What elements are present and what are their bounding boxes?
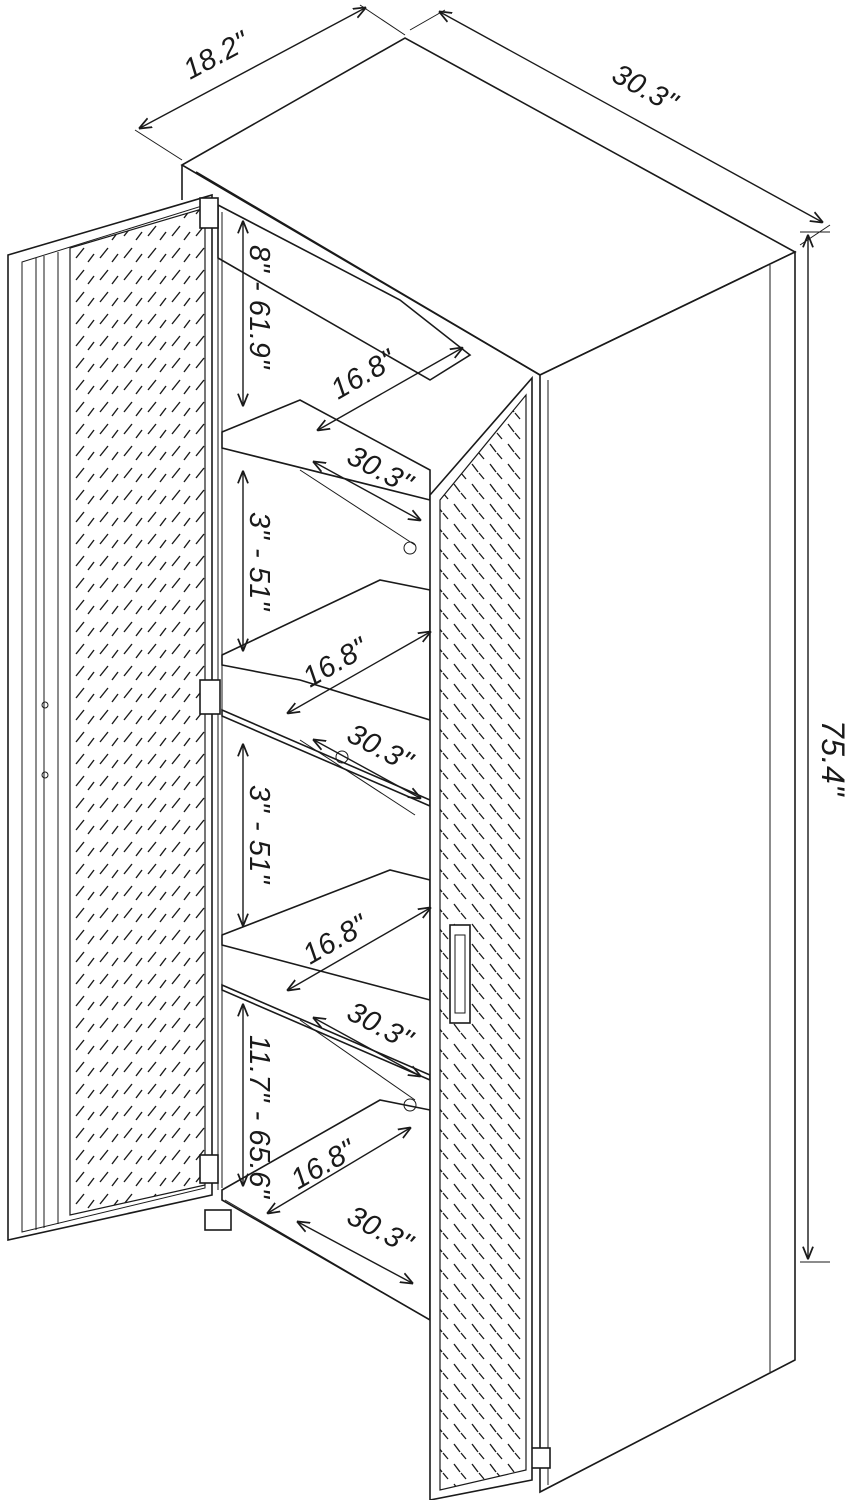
spacing-third-label: 3" - 51" — [243, 785, 275, 885]
spacing-second-dimension: 3" - 51" — [243, 472, 275, 650]
overall-depth-label: 18.2" — [178, 25, 255, 86]
spacing-second-label: 3" - 51" — [243, 512, 275, 612]
shelf-width-label-3: 30.3" — [342, 996, 419, 1057]
left-door — [7, 193, 221, 1241]
overall-height-dimension: 75.4" — [800, 231, 851, 1263]
overall-width-label: 30.3" — [607, 58, 684, 120]
spacing-third-dimension: 3" - 51" — [243, 745, 275, 925]
spacing-top-label: 8" - 61.9" — [243, 245, 275, 370]
spacing-bottom-label: 11.7" - 65.6" — [243, 1035, 275, 1200]
right-door — [429, 375, 533, 1500]
spacing-bottom-dimension: 11.7" - 65.6" — [243, 1005, 275, 1200]
overall-height-label: 75.4" — [815, 720, 851, 797]
spacing-top-dimension: 8" - 61.9" — [243, 222, 275, 405]
